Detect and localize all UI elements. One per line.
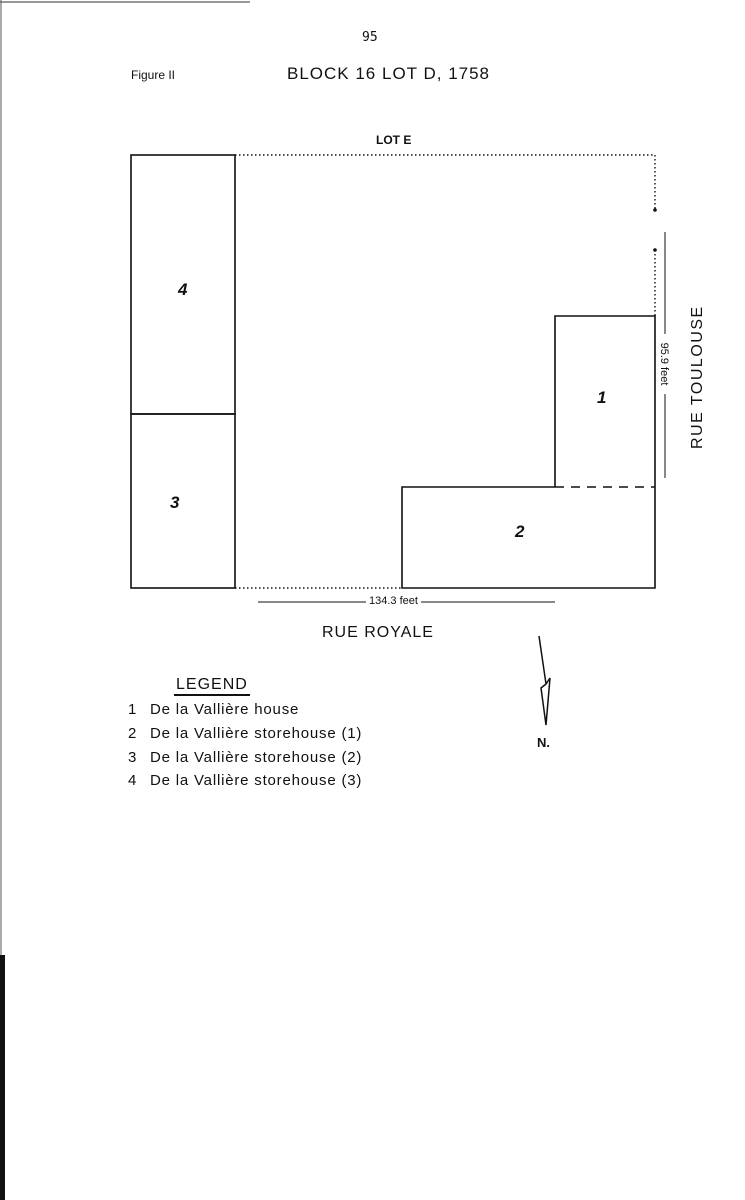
page-number: 95 xyxy=(362,30,378,45)
legend-item-label: De la Vallière house xyxy=(150,701,300,718)
legend-item-number: 2 xyxy=(128,725,138,742)
legend-item-number: 1 xyxy=(128,701,138,718)
street-label-toulouse: RUE TOULOUSE xyxy=(689,305,706,449)
lot-boundary-dotted xyxy=(235,154,656,589)
legend-title: LEGEND xyxy=(174,676,250,696)
north-arrow-icon xyxy=(538,635,551,726)
legend-item-label: De la Vallière storehouse (2) xyxy=(150,749,363,766)
building-1-label: 1 xyxy=(597,388,607,407)
building-2-label: 2 xyxy=(515,522,525,541)
building-3 xyxy=(130,413,236,589)
lot-e-label: LOT E xyxy=(376,133,412,147)
boundary-dot xyxy=(653,248,657,252)
building-4-label: 4 xyxy=(178,280,188,299)
figure-title: BLOCK 16 LOT D, 1758 xyxy=(287,64,491,83)
legend-item: 1 De la Vallière house xyxy=(128,701,299,718)
north-label: N. xyxy=(537,735,550,750)
width-dimension-label: 134.3 feet xyxy=(366,595,421,607)
legend-item: 2 De la Vallière storehouse (1) xyxy=(128,725,362,742)
legend-item-number: 3 xyxy=(128,749,138,766)
depth-dimension-label: 95.9 feet xyxy=(658,334,670,394)
legend-item-number: 4 xyxy=(128,772,138,789)
figure-label: Figure II xyxy=(131,68,176,82)
boundary-dot xyxy=(653,208,657,212)
buildings-1-2-outline xyxy=(401,315,656,589)
scan-edge-mark xyxy=(0,955,5,1200)
legend-item: 3 De la Vallière storehouse (2) xyxy=(128,749,362,766)
legend-item-label: De la Vallière storehouse (3) xyxy=(150,772,363,789)
legend-item-label: De la Vallière storehouse (1) xyxy=(150,725,363,742)
legend-item: 4 De la Vallière storehouse (3) xyxy=(128,772,362,789)
building-3-label: 3 xyxy=(170,493,180,512)
street-label-royale: RUE ROYALE xyxy=(322,624,434,641)
